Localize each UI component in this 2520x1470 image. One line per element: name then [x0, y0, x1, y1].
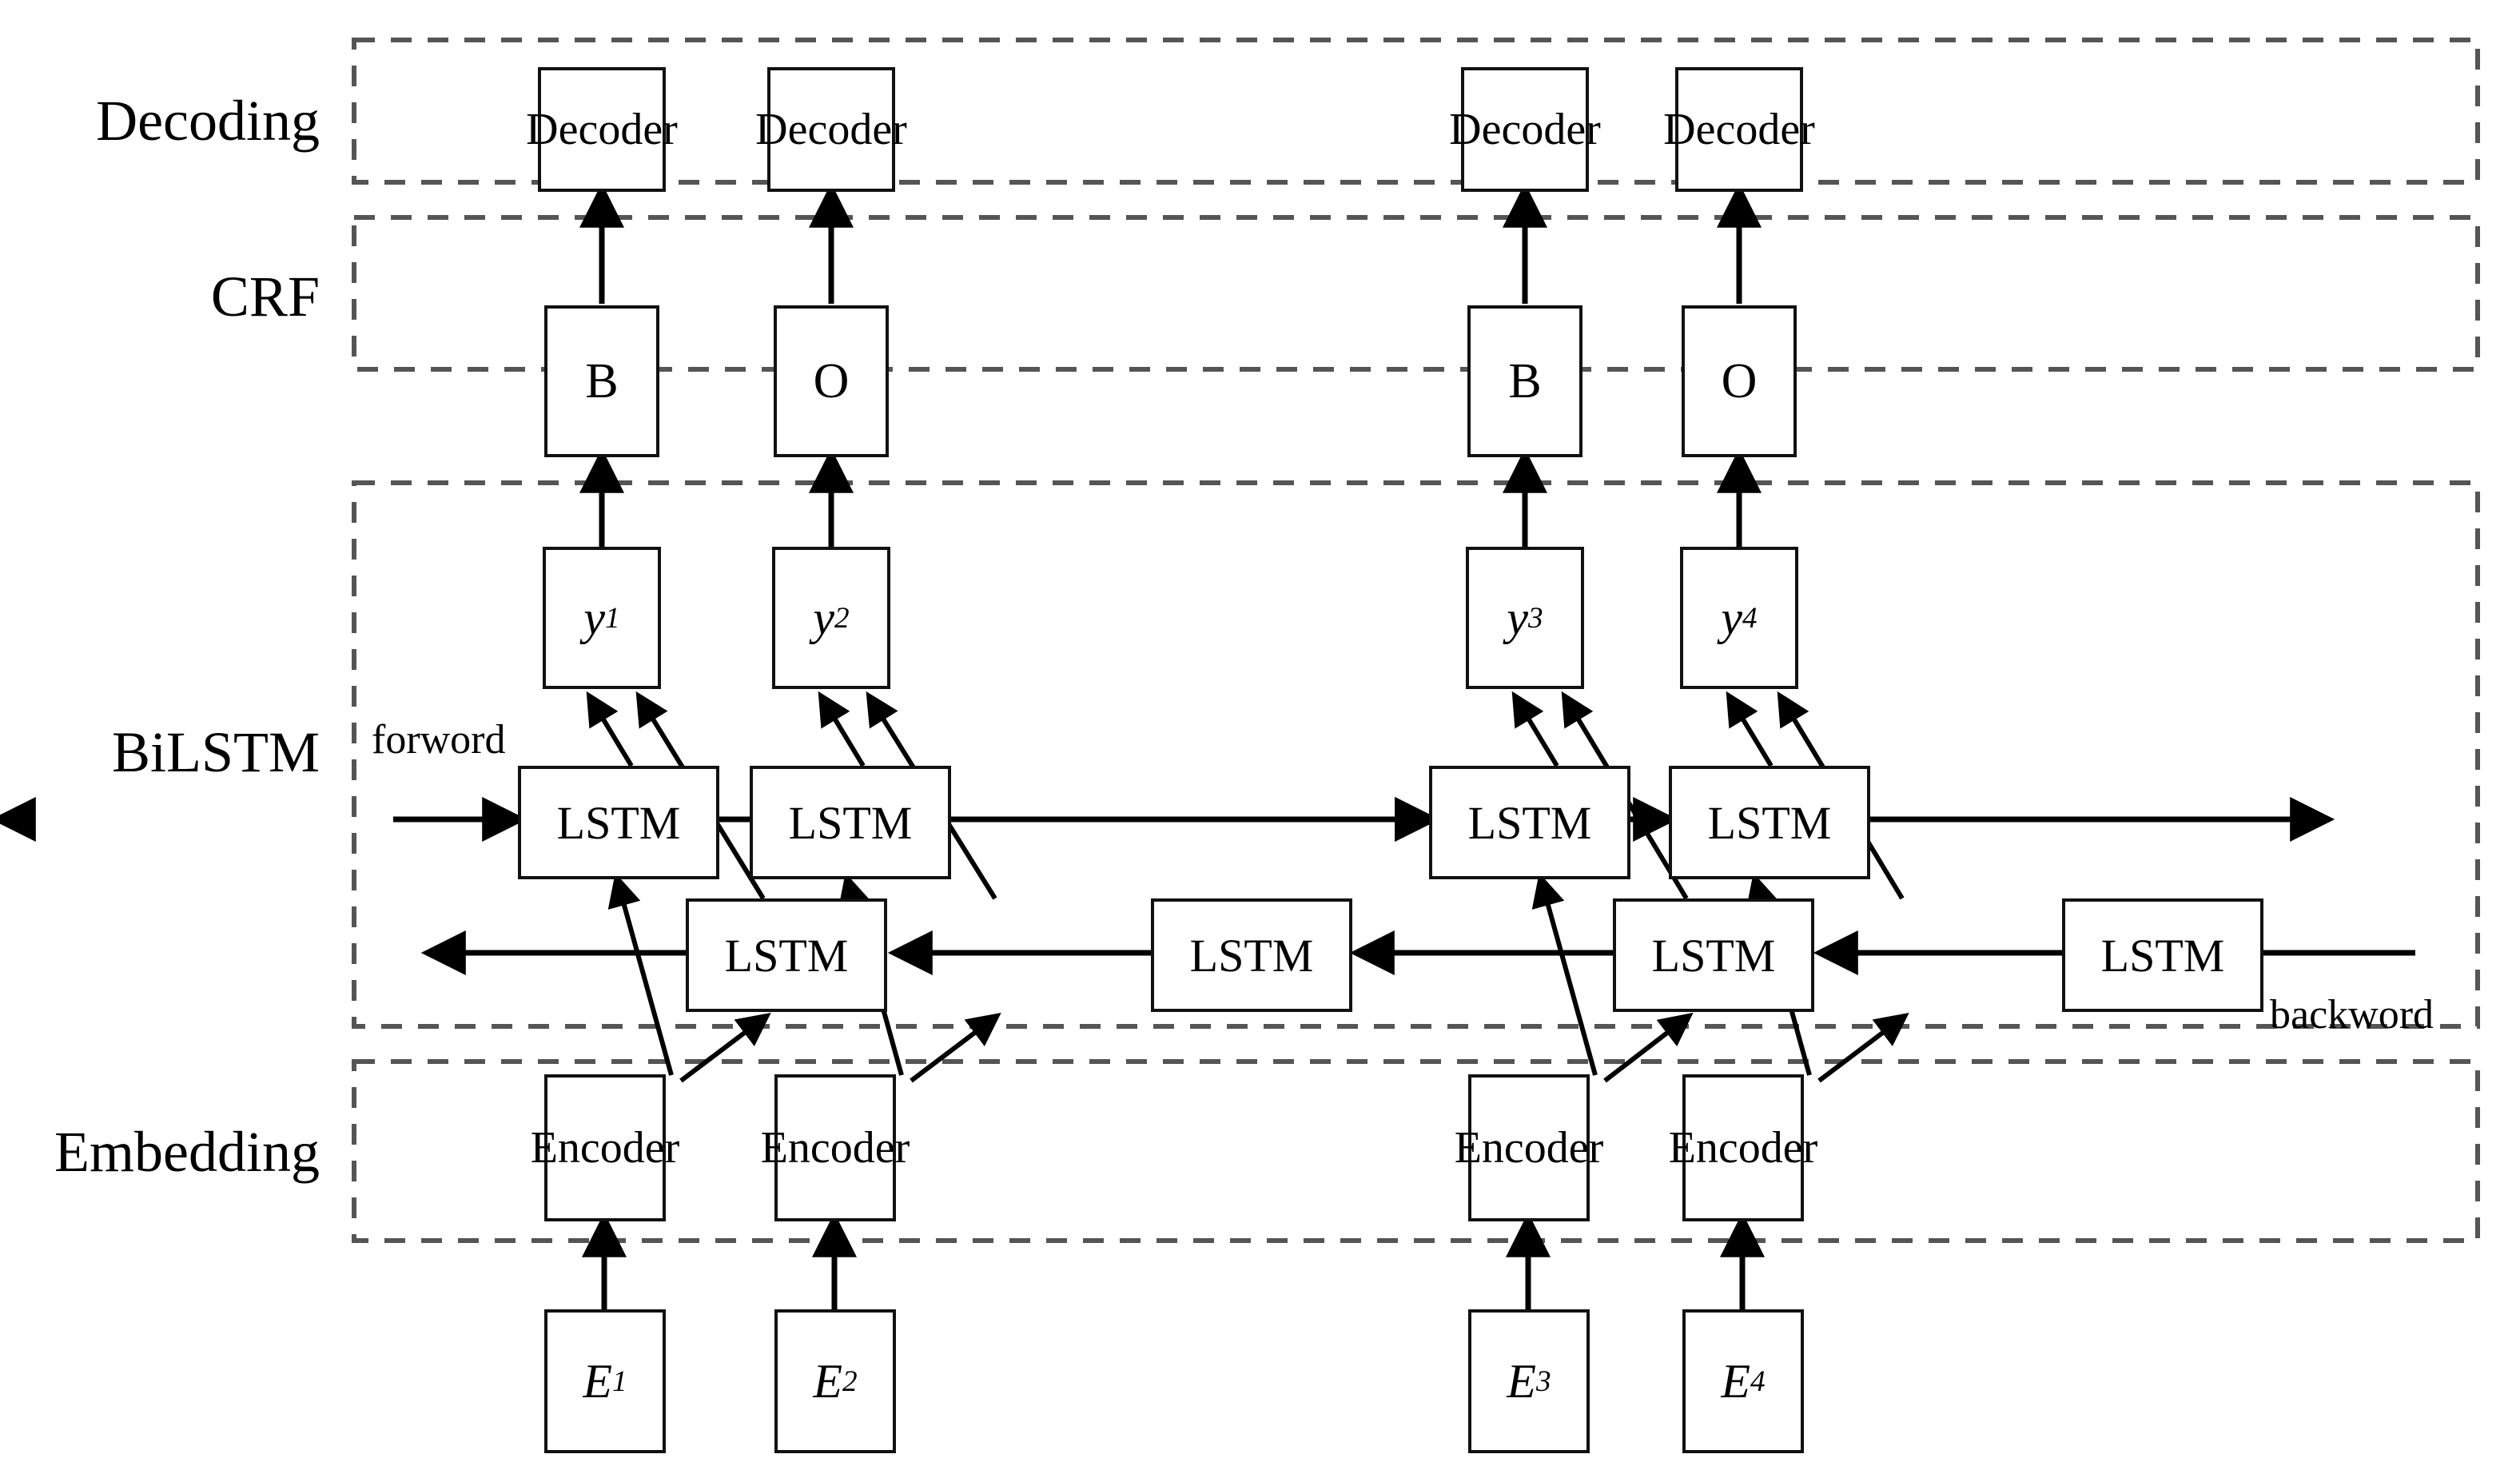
lstm-backward-node-4[interactable]: LSTM	[2062, 898, 2263, 1012]
output-base-3: y	[1507, 591, 1529, 644]
lstm-backward-node-2[interactable]: LSTM	[1151, 898, 1352, 1012]
dashed-container-decoding	[352, 38, 2480, 185]
dashed-container-crf	[352, 215, 2480, 372]
arrow-lstm-fwd-to-y	[586, 691, 1774, 767]
decoder-node-4[interactable]: Decoder	[1663, 67, 1815, 192]
arrow-encoder-to-lstm-bwd	[679, 1012, 1909, 1083]
input-base-2: E	[813, 1354, 843, 1408]
crf-tag-node-3[interactable]: B	[1467, 305, 1582, 457]
layer-label-embedding: Embedding	[54, 1120, 320, 1184]
lstm-forward-node-4[interactable]: LSTM	[1669, 766, 1870, 879]
encoder-node-4[interactable]: Encoder	[1669, 1074, 1817, 1221]
encoder-node-2[interactable]: Encoder	[761, 1074, 910, 1221]
encoder-node-1[interactable]: Encoder	[531, 1074, 679, 1221]
dashed-container-bilstm	[352, 480, 2480, 1029]
output-sub-3: 3	[1528, 601, 1543, 635]
crf-tag-node-4[interactable]: O	[1682, 305, 1797, 457]
input-sub-3: 3	[1536, 1364, 1551, 1398]
arrow-e-to-encoder	[582, 1212, 1765, 1311]
output-base-4: y	[1721, 591, 1743, 644]
layer-label-bilstm: BiLSTM	[111, 720, 320, 784]
encoder-node-3[interactable]: Encoder	[1455, 1074, 1603, 1221]
input-base-3: E	[1507, 1354, 1537, 1408]
output-sub-2: 2	[834, 601, 850, 635]
input-sub-1: 1	[612, 1364, 627, 1398]
lstm-backward-node-1[interactable]: LSTM	[686, 898, 887, 1012]
layer-label-decoding: Decoding	[96, 89, 320, 153]
output-sub-1: 1	[605, 601, 620, 635]
crf-tag-node-2[interactable]: O	[774, 305, 889, 457]
output-sub-4: 4	[1742, 601, 1758, 635]
dashed-container-embedding	[352, 1059, 2480, 1243]
input-sub-2: 2	[842, 1364, 858, 1398]
forward-direction-label: forword	[372, 717, 506, 763]
layer-label-crf: CRF	[210, 265, 320, 329]
crf-tag-node-1[interactable]: B	[544, 305, 659, 457]
lstm-backward-node-3[interactable]: LSTM	[1613, 898, 1814, 1012]
input-base-1: E	[583, 1354, 613, 1408]
output-base-1: y	[583, 591, 606, 644]
decoder-node-2[interactable]: Decoder	[755, 67, 907, 192]
input-sub-4: 4	[1750, 1364, 1766, 1398]
arrow-crf-to-decoder	[579, 182, 1762, 304]
output-base-2: y	[813, 591, 835, 644]
input-base-4: E	[1721, 1354, 1751, 1408]
lstm-forward-node-1[interactable]: LSTM	[518, 766, 719, 879]
decoder-node-3[interactable]: Decoder	[1449, 67, 1601, 192]
lstm-forward-node-2[interactable]: LSTM	[750, 766, 951, 879]
backward-direction-label: backword	[2270, 992, 2434, 1038]
lstm-forward-node-3[interactable]: LSTM	[1429, 766, 1630, 879]
decoder-node-1[interactable]: Decoder	[526, 67, 678, 192]
